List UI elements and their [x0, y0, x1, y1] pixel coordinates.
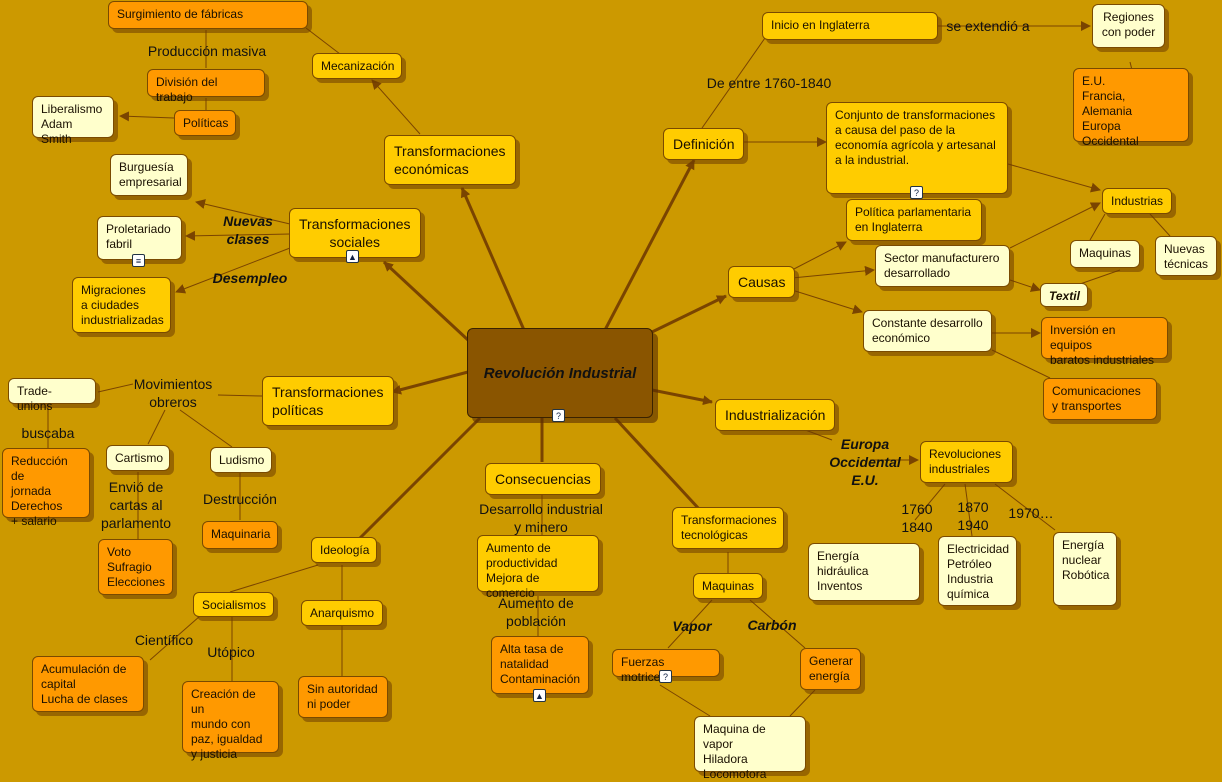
politica-parlamentaria-node[interactable]: Política parlamentaria en Inglaterra: [846, 199, 982, 241]
trans-politicas-node[interactable]: Transformaciones políticas: [262, 376, 394, 426]
aumento-productividad-node[interactable]: Aumento de productividad Mejora de comer…: [477, 535, 599, 600]
image-icon[interactable]: ▲: [346, 250, 359, 263]
industrializacion-node[interactable]: Industrialización: [715, 399, 836, 431]
label-1870: 1870 1940: [957, 499, 989, 533]
consecuencias-node[interactable]: Consecuencias: [485, 463, 601, 495]
label-movimientos: Movimientos obreros: [133, 376, 213, 410]
maquinaria-node[interactable]: Maquinaria: [202, 521, 278, 549]
generar-energia-node[interactable]: Generar energía: [800, 648, 861, 690]
label-de-entre: De entre 1760-1840: [706, 75, 832, 91]
regiones-node[interactable]: Regiones con poder: [1092, 4, 1165, 48]
creacion-node[interactable]: Creación de un mundo con paz, igualdad y…: [182, 681, 279, 761]
label-carbon: Carbón: [747, 617, 797, 633]
link-center-definicion: [603, 159, 696, 331]
trans-sociales-node[interactable]: Transformaciones sociales: [289, 208, 421, 258]
revoluciones-node[interactable]: Revoluciones industriales: [920, 441, 1013, 483]
textil-node[interactable]: Textil: [1040, 283, 1088, 307]
link-center-tecnologicas: [613, 416, 702, 512]
link-center-industrializacion: [651, 388, 713, 406]
image-icon[interactable]: ▲: [533, 689, 546, 702]
trade-unions-node[interactable]: Trade-unions: [8, 378, 96, 413]
label-europa: Europa Occidental E.U.: [829, 436, 901, 488]
reduccion-node[interactable]: Reducción de jornada Derechos + salario: [2, 448, 90, 528]
burguesia-node[interactable]: Burguesía empresarial: [110, 154, 188, 196]
definicion-node[interactable]: Definición: [663, 128, 745, 160]
document-icon[interactable]: ?: [552, 409, 565, 422]
sector-manufacturero-node[interactable]: Sector manufacturero desarrollado: [875, 245, 1010, 287]
energia-nuclear-node[interactable]: Energía nuclear Robótica: [1053, 532, 1117, 606]
ideologia-node[interactable]: Ideología: [311, 537, 377, 563]
label-destruccion: Destrucción: [203, 491, 277, 507]
voto-node[interactable]: Voto Sufragio Elecciones: [98, 539, 173, 595]
paises-node[interactable]: E.U. Francia, Alemania Europa Occidental: [1073, 68, 1189, 148]
maquinas-industria-node[interactable]: Maquinas: [1070, 240, 1140, 268]
link-center-ideologia: [358, 416, 482, 540]
link-center-causas: [651, 294, 727, 334]
list-icon[interactable]: ≡: [132, 254, 145, 267]
label-envio: Envió de cartas al parlamento: [100, 479, 172, 531]
label-vapor: Vapor: [672, 618, 712, 634]
label-buscaba: buscaba: [21, 425, 75, 441]
division-trabajo-node[interactable]: División del trabajo: [147, 69, 265, 104]
alta-tasa-node[interactable]: Alta tasa de natalidad Contaminación: [491, 636, 589, 694]
link-center-economicas: [460, 187, 526, 331]
label-1760: 1760 1840: [901, 501, 933, 535]
acumulacion-node[interactable]: Acumulación de capital Lucha de clases: [32, 656, 144, 712]
politicas-economicas-node[interactable]: Políticas: [174, 110, 236, 136]
label-produccion-masiva: Producción masiva: [147, 43, 267, 59]
label-cientifico: Científico: [134, 632, 194, 648]
maquina-vapor-node[interactable]: Maquina de vapor Hiladora Locomotora: [694, 716, 806, 781]
label-desarrollo-industrial: Desarrollo industrial y minero: [479, 501, 603, 535]
conjunto-node[interactable]: Conjunto de transformaciones a causa del…: [826, 102, 1008, 194]
maquinas-tecnologicas-node[interactable]: Maquinas: [693, 573, 763, 599]
label-1970: 1970…: [1008, 505, 1054, 521]
trans-tecnologicas-node[interactable]: Transformaciones tecnológicas: [672, 507, 784, 549]
causas-node[interactable]: Causas: [728, 266, 796, 298]
constante-desarrollo-node[interactable]: Constante desarrollo económico: [863, 310, 992, 352]
socialismos-node[interactable]: Socialismos: [193, 592, 274, 617]
electricidad-node[interactable]: Electricidad Petróleo Industria química: [938, 536, 1017, 606]
proletariado-node[interactable]: Proletariado fabril: [97, 216, 182, 260]
energia-hidraulica-node[interactable]: Energía hidráulica Inventos: [808, 543, 920, 601]
label-utopico: Utópico: [207, 644, 255, 660]
sin-autoridad-node[interactable]: Sin autoridad ni poder: [298, 676, 388, 718]
nuevas-tecnicas-node[interactable]: Nuevas técnicas: [1155, 236, 1217, 276]
mecanizacion-node[interactable]: Mecanización: [312, 53, 402, 79]
inversion-node[interactable]: Inversión en equipos baratos industriale…: [1041, 317, 1168, 367]
document-icon[interactable]: ?: [659, 670, 672, 683]
cartismo-node[interactable]: Cartismo: [106, 445, 170, 471]
link-center-sociales: [382, 260, 470, 342]
surgimiento-node[interactable]: Surgimiento de fábricas: [108, 1, 308, 29]
ludismo-node[interactable]: Ludismo: [210, 447, 272, 473]
anarquismo-node[interactable]: Anarquismo: [301, 600, 383, 626]
liberalismo-node[interactable]: Liberalismo Adam Smith: [32, 96, 114, 146]
label-desempleo: Desempleo: [212, 270, 288, 286]
trans-economicas-node[interactable]: Transformaciones económicas: [384, 135, 516, 185]
industrias-node[interactable]: Industrias: [1102, 188, 1172, 214]
migraciones-node[interactable]: Migraciones a ciudades industrializadas: [72, 277, 171, 333]
comunicaciones-node[interactable]: Comunicaciones y transportes: [1043, 378, 1157, 420]
inicio-inglaterra-node[interactable]: Inicio en Inglaterra: [762, 12, 938, 40]
link-center-politicas: [391, 370, 469, 395]
label-aumento-poblacion: Aumento de población: [498, 595, 574, 629]
label-se-extendio: se extendió a: [946, 18, 1030, 34]
document-icon[interactable]: ?: [910, 186, 923, 199]
label-nuevas-clases: Nuevas clases: [223, 213, 273, 247]
central-concept[interactable]: Revolución Industrial: [467, 328, 653, 418]
